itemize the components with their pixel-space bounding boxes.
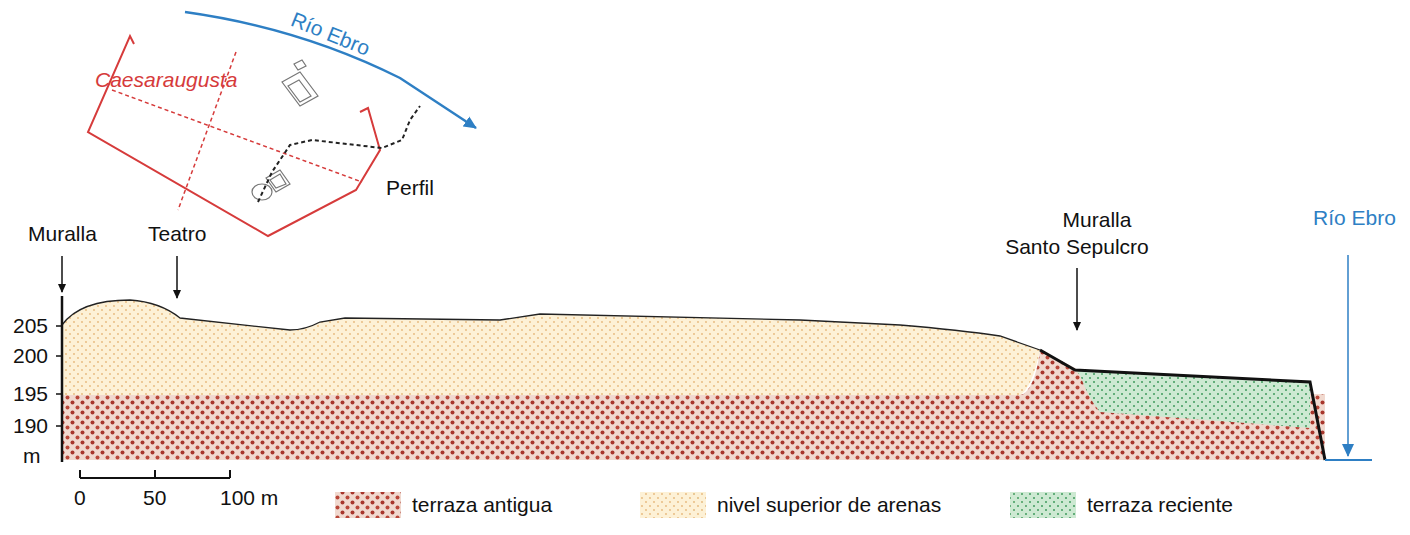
axis-tick: 190	[13, 414, 48, 438]
axis-tick: 200	[13, 344, 48, 368]
legend-text: terraza antigua	[412, 493, 552, 517]
axis-tick: 195	[13, 382, 48, 406]
scale-number: 100 m	[220, 486, 278, 510]
legend-text: terraza reciente	[1087, 493, 1233, 517]
legend-swatch	[335, 492, 401, 518]
wall-label: Muralla	[28, 222, 97, 246]
legend-swatch	[640, 492, 706, 518]
river-label: Río Ebro	[287, 7, 373, 60]
legend-swatch	[1010, 492, 1076, 518]
city-label: Caesaraugusta	[95, 68, 237, 92]
profile-label: Perfil	[386, 176, 434, 200]
theatre-label: Teatro	[148, 222, 206, 246]
scale-number: 0	[74, 486, 86, 510]
wall-label: Muralla Santo Sepulcro	[999, 206, 1155, 261]
river-label: Río Ebro	[1313, 206, 1396, 230]
axis-unit: m	[23, 444, 41, 468]
legend-text: nivel superior de arenas	[717, 493, 941, 517]
scale-number: 50	[143, 486, 166, 510]
axis-tick: 205	[13, 314, 48, 338]
